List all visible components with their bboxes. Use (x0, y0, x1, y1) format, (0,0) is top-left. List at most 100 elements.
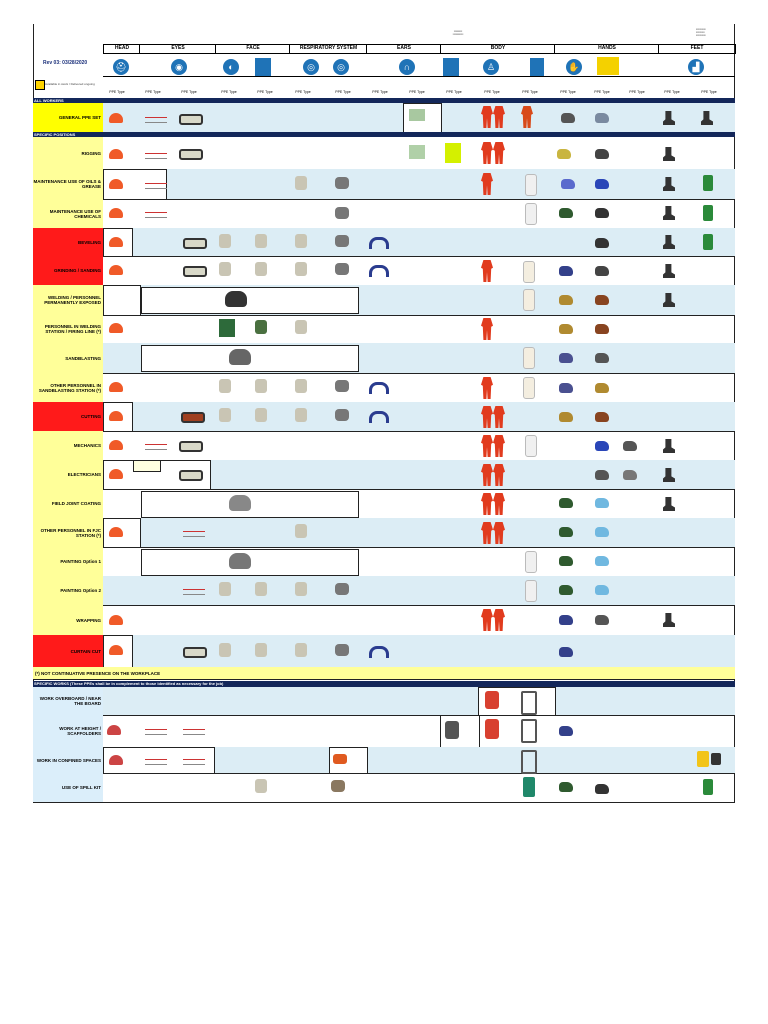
section-all-workers: ALL WORKERS (33, 98, 735, 103)
coverall-icon (481, 493, 493, 515)
earmuff-icon (369, 237, 389, 249)
dust-mask-icon (295, 582, 307, 596)
dust-mask-icon (295, 408, 307, 422)
ear-protection-icon: ∩ (399, 59, 415, 75)
glasses-icon (145, 444, 167, 450)
gloves-icon: ✋ (566, 59, 582, 75)
helmet-icon (109, 149, 123, 159)
face-shield-icon (219, 262, 231, 276)
glove-icon (595, 324, 609, 334)
dust-mask-icon (255, 379, 267, 393)
respirator-icon (335, 644, 349, 656)
row-label: OTHER PERSONNEL IN FJC STATION (*) (33, 518, 103, 547)
glove-icon (595, 353, 609, 363)
coverall-icon (481, 173, 493, 195)
goggles-icon (183, 238, 207, 249)
glove-icon (595, 383, 609, 393)
glove-icon (595, 470, 609, 480)
air-helmet-icon (229, 495, 251, 511)
glove-icon (595, 585, 609, 595)
ppe-type-cell: PPE Type (409, 90, 425, 94)
helmet-icon (109, 527, 123, 537)
rubber-boot-icon (703, 205, 713, 221)
cell (103, 169, 167, 200)
glove-icon (623, 441, 637, 451)
glove-icon (623, 470, 637, 480)
ppe-type-cell: PPE Type (522, 90, 538, 94)
row-band (103, 576, 735, 605)
air-helmet-icon (229, 553, 251, 569)
coverall-icon (493, 142, 505, 164)
blasting-helmet-icon (229, 349, 251, 365)
vest-icon (443, 58, 459, 76)
legend-text: Available in stock / Delivered ongoing (45, 82, 95, 86)
row-label: CUTTING (33, 402, 103, 431)
category-head: HEAD (103, 44, 140, 54)
coverall-icon (481, 142, 493, 164)
row-label: GRINDING / SANDING (33, 256, 103, 285)
harness-icon (521, 691, 537, 715)
row-label: RIGGING (33, 137, 103, 169)
row-work-overboard: WORK OVERBOARD / NEAR THE BOARD (33, 687, 735, 716)
goggles-icon (179, 149, 203, 160)
row-other-sandblasting: OTHER PERSONNEL IN SANDBLASTING STATION … (33, 373, 735, 403)
face-shield-icon (219, 234, 231, 248)
row-sandblasting: SANDBLASTING (33, 343, 735, 374)
blasting-suit-icon (523, 347, 535, 369)
glove-icon (595, 113, 609, 123)
earmuff-icon (369, 646, 389, 658)
dust-mask-icon (295, 234, 307, 248)
glove-icon (595, 238, 609, 248)
row-label: WORK OVERBOARD / NEAR THE BOARD (33, 687, 103, 715)
coverall-icon (493, 464, 505, 486)
helmet-icon (109, 755, 123, 765)
apron-icon (530, 58, 544, 76)
glasses-icon (183, 531, 205, 537)
row-label: ELECTRICIANS (33, 460, 103, 489)
protective-suit-icon (525, 580, 537, 602)
row-label: OTHER PERSONNEL IN SANDBLASTING STATION … (33, 373, 103, 402)
glove-icon (559, 208, 573, 218)
earmuff-icon (369, 382, 389, 394)
helmet-icon (109, 237, 123, 247)
welding-mask-icon (255, 58, 271, 76)
ppe-type-cell: PPE Type (446, 90, 462, 94)
category-label: HANDS (598, 45, 616, 51)
row-work-at-height: WORK AT HEIGHT / SCAFFOLDERS (33, 715, 735, 748)
row-painting-1: PAINTING Option 1 (33, 547, 735, 577)
protective-suit-icon (525, 551, 537, 573)
dust-mask-icon (295, 379, 307, 393)
row-welding-station: PERSONNEL IN WELDING STATION / FIRING LI… (33, 315, 735, 344)
rubber-boot-icon (703, 234, 713, 250)
boots-icon: ▟ (688, 59, 704, 75)
row-label: GENERAL PPE SET (33, 103, 103, 132)
harness-icon (521, 750, 537, 774)
row-band (103, 687, 735, 715)
goggles-icon (183, 647, 207, 658)
life-jacket-icon (485, 691, 499, 709)
row-label: MAINTENANCE USE OF OILS & GREASE (33, 169, 103, 199)
coverall-icon (481, 406, 493, 428)
glove-icon (559, 353, 573, 363)
glove-icon (559, 615, 573, 625)
life-jacket-icon (485, 719, 499, 739)
ppe-type-cell: PPE Type (594, 90, 610, 94)
respirator-icon (335, 583, 349, 595)
protective-suit-icon (525, 203, 537, 225)
ppe-type-cell: PPE Type (181, 90, 197, 94)
coverall-icon (481, 106, 493, 128)
hi-vis-vest-icon (445, 143, 461, 163)
row-label: FIELD JOINT COATING (33, 489, 103, 518)
glove-icon (595, 295, 609, 305)
glove-icon (595, 615, 609, 625)
category-label: EARS (397, 45, 411, 51)
row-maintenance-oils: MAINTENANCE USE OF OILS & GREASE (33, 169, 735, 200)
comment-note (133, 460, 161, 472)
face-shield-icon (219, 379, 231, 393)
coverall-icon (481, 435, 493, 457)
coverall-icon (481, 464, 493, 486)
glove-icon (557, 149, 571, 159)
coverall-icon (481, 260, 493, 282)
helmet-icon (109, 323, 123, 333)
glasses-icon (145, 183, 167, 189)
